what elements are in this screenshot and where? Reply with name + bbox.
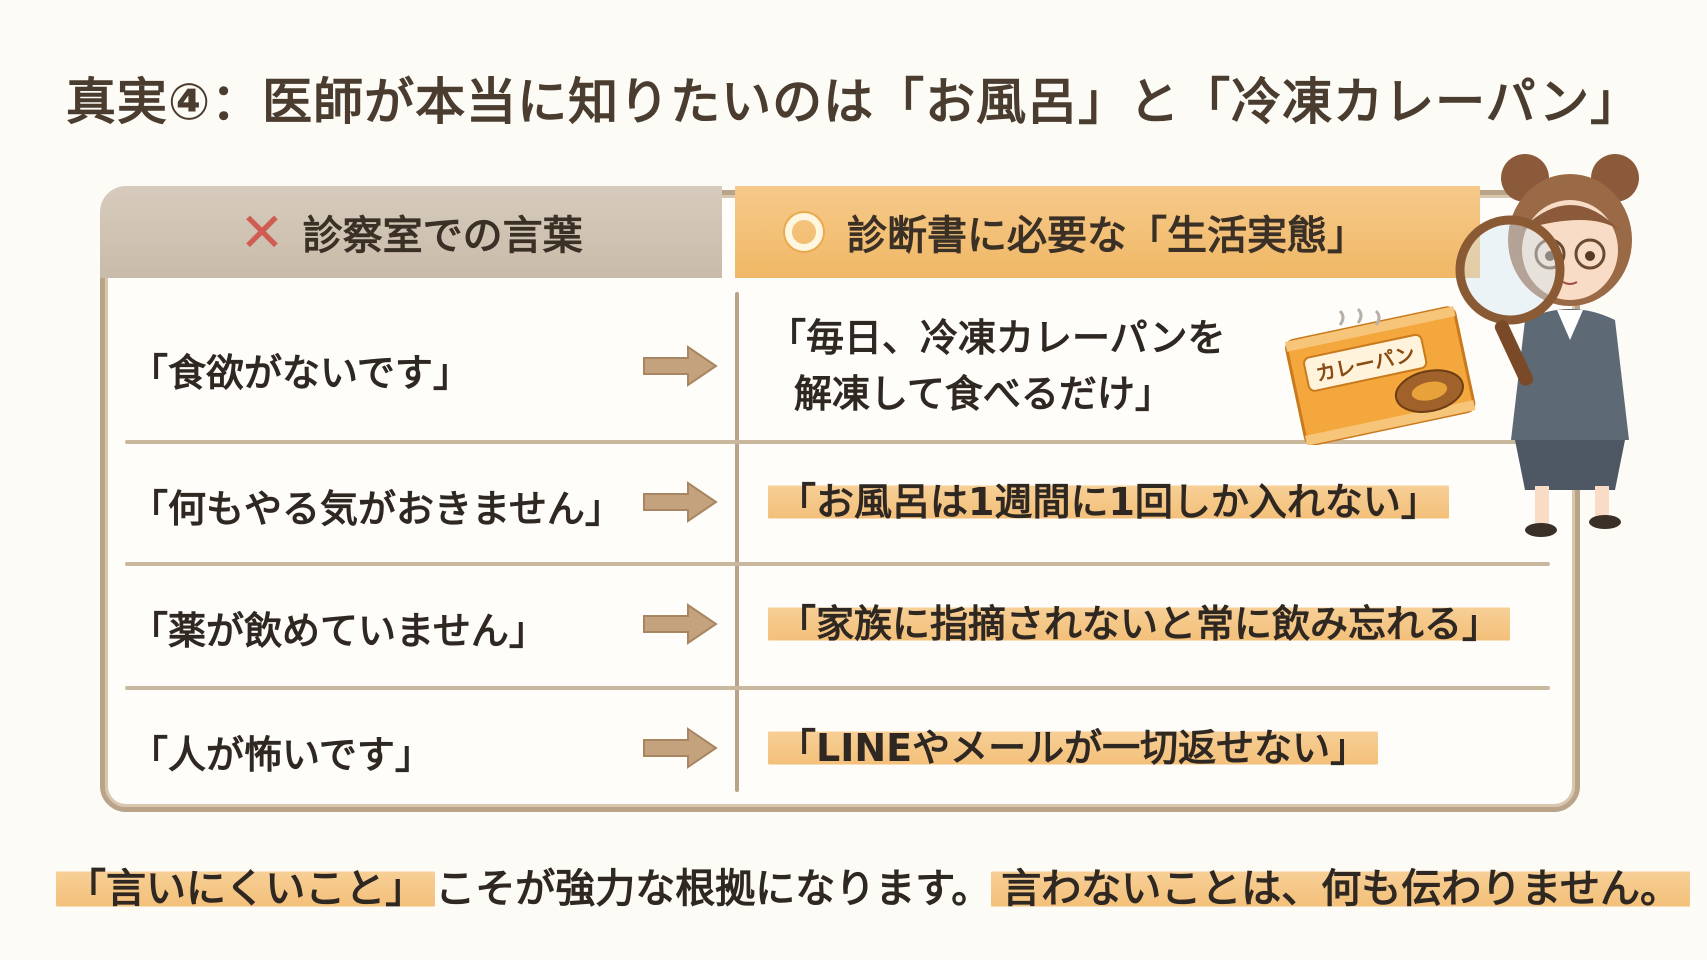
- arrow-right-icon: [643, 603, 718, 645]
- row-left-text: 「何もやる気がおきません」: [130, 487, 623, 531]
- curry-bread-bag-icon: カレーパン: [1285, 306, 1476, 445]
- row-right-text: 「LINEやメールが一切返せない」: [768, 720, 1379, 776]
- row-left-text: 「人が怖いです」: [130, 733, 433, 777]
- row-right-line2: 解凍して食べるだけ」: [794, 372, 1173, 416]
- footer-highlight-2: 言わないことは、何も伝わりません。: [991, 866, 1691, 912]
- page-title: 真実④：医師が本当に知りたいのは「お風呂」と「冷凍カレーパン」: [65, 73, 1642, 131]
- circle-icon: [785, 213, 823, 251]
- header-left: ✕ 診察室での言葉: [100, 186, 722, 278]
- row-left-text: 「食欲がないです」: [130, 351, 471, 395]
- column-divider: [735, 292, 739, 792]
- row-right-text: 「家族に指摘されないと常に飲み忘れる」: [768, 596, 1511, 652]
- header-right: 診断書に必要な「生活実態」: [735, 186, 1480, 278]
- row-divider: [125, 686, 1550, 690]
- row-right-highlight: 「家族に指摘されないと常に飲み忘れる」: [768, 602, 1511, 646]
- footer-text: こそが強力な根拠になります。: [435, 866, 992, 912]
- footer-highlight-1: 「言いにくいこと」: [56, 866, 436, 912]
- row-divider: [125, 440, 1550, 444]
- footer-message: 「言いにくいこと」こそが強力な根拠になります。言わないことは、何も伝わりません。: [56, 856, 1691, 914]
- row-right-highlight: 「LINEやメールが一切返せない」: [768, 726, 1379, 770]
- cross-icon: ✕: [239, 200, 285, 264]
- row-right-line1: 「毎日、冷凍カレーパンを: [768, 316, 1226, 360]
- row-divider: [125, 562, 1550, 566]
- row-right-text: 「毎日、冷凍カレーパンを 解凍して食べるだけ」: [768, 310, 1226, 422]
- arrow-right-icon: [643, 345, 718, 387]
- arrow-right-icon: [643, 727, 718, 769]
- detective-character-icon: [1455, 154, 1639, 537]
- header-right-label: 診断書に必要な「生活実態」: [847, 213, 1367, 259]
- row-right-highlight: 「お風呂は1週間に1回しか入れない」: [768, 480, 1449, 524]
- row-right-text: 「お風呂は1週間に1回しか入れない」: [768, 474, 1449, 530]
- row-left-text: 「薬が飲めていません」: [130, 609, 547, 653]
- header-left-label: 診察室での言葉: [302, 213, 583, 259]
- arrow-right-icon: [643, 481, 718, 523]
